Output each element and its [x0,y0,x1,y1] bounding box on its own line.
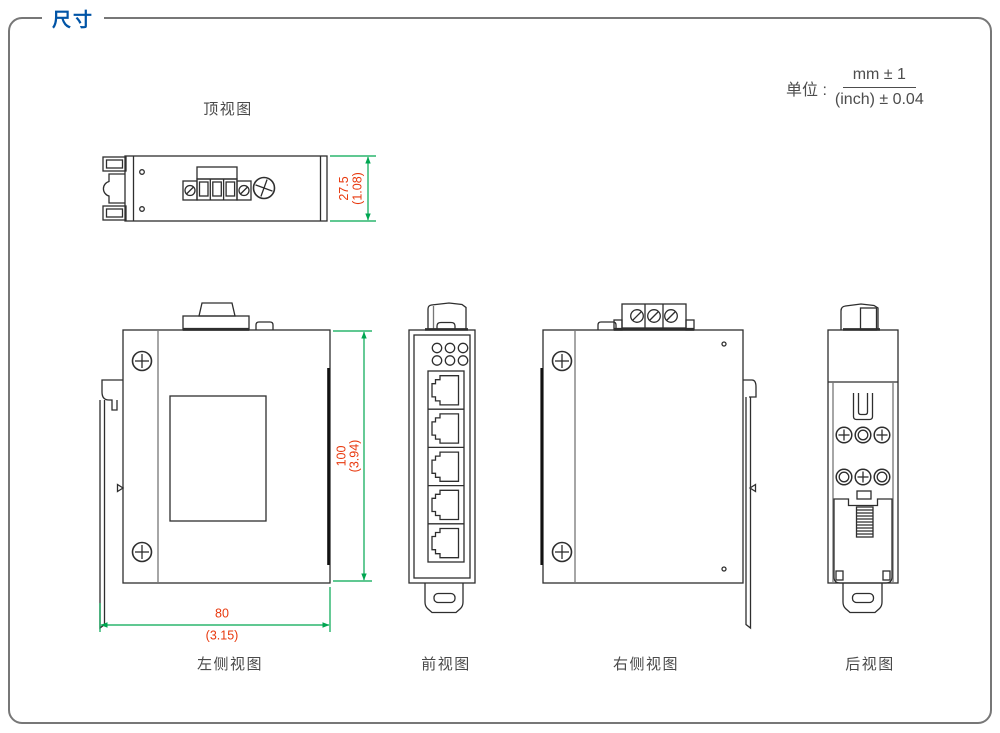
rj45-port [431,489,460,521]
rear-screw [873,426,891,444]
grounding-screw-top [252,176,276,200]
mounting-screw [551,350,573,372]
case-hole [721,341,727,347]
vent-hole [139,169,145,175]
din-rail-clip-left [99,379,125,630]
rj45-port [431,451,460,482]
front-view-drawing [408,302,476,614]
units-fraction: mm ± 1 (inch) ± 0.04 [835,66,924,109]
din-release-tab-rear [842,583,883,614]
led-indicators [431,342,469,366]
case-hole [721,566,727,572]
rj45-port [431,375,460,406]
units-note: 单位 : mm ± 1 (inch) ± 0.04 [786,66,924,109]
rj45-port [431,413,460,444]
port-panel-edge [540,368,543,565]
units-inch: (inch) ± 0.04 [834,91,924,108]
din-clip-rear-top [840,303,880,331]
depth-inch-text: (1.08) [351,172,365,205]
units-mm: mm ± 1 [842,66,916,88]
rear-view-label: 后视图 [845,656,895,673]
vent-hole [139,206,145,212]
dimension-depth [330,155,376,222]
rj45-port [431,527,460,559]
depth-mm-text: 27.5 [337,176,351,200]
height-mm-text: 100 [335,446,349,467]
din-rail-clip-right [743,379,757,630]
switch-body-top [124,155,328,222]
port-panel-edge [327,368,330,565]
din-clip-front-top [425,302,468,331]
din-rail-mount-top [102,156,127,221]
rear-screw [835,426,853,444]
page-title: 尺寸 [42,5,105,32]
din-slot-rear [852,393,874,421]
height-inch-text: (3.94) [348,440,362,473]
right-view-label: 右侧视图 [612,656,680,673]
switch-body-left [122,329,331,584]
left-view-drawing [99,302,331,630]
rear-screw [854,468,872,486]
top-view-label: 顶视图 [203,101,253,118]
rear-view-drawing [827,303,899,614]
switch-body-right [542,329,744,584]
terminal-block-top [182,166,252,201]
right-view-drawing [540,303,757,630]
reset-button-right [597,321,617,330]
width-inch-text: (3.15) [206,629,239,643]
din-release-tab-front [424,583,464,614]
switch-body-front [408,329,476,584]
dimension-width [99,587,331,632]
left-view-label: 左侧视图 [196,656,264,673]
rear-ring-hole [854,426,872,444]
ethernet-ports [427,370,465,563]
rear-ring-hole [873,468,891,486]
label-panel [169,395,267,522]
dimension-height [333,330,372,582]
rear-ring-hole [835,468,853,486]
mounting-screw [551,541,573,563]
switch-body-rear [827,329,899,584]
mounting-screw [131,350,153,372]
reset-button-side [255,321,274,330]
din-latch-rear [833,490,893,584]
terminal-block-side [182,302,250,331]
mounting-screw [131,541,153,563]
width-mm-text: 80 [215,607,229,621]
content-frame [8,17,992,724]
top-view-drawing [102,155,328,222]
units-label: 单位 : [786,81,827,99]
terminal-block-right [613,303,695,331]
front-view-label: 前视图 [421,656,471,673]
